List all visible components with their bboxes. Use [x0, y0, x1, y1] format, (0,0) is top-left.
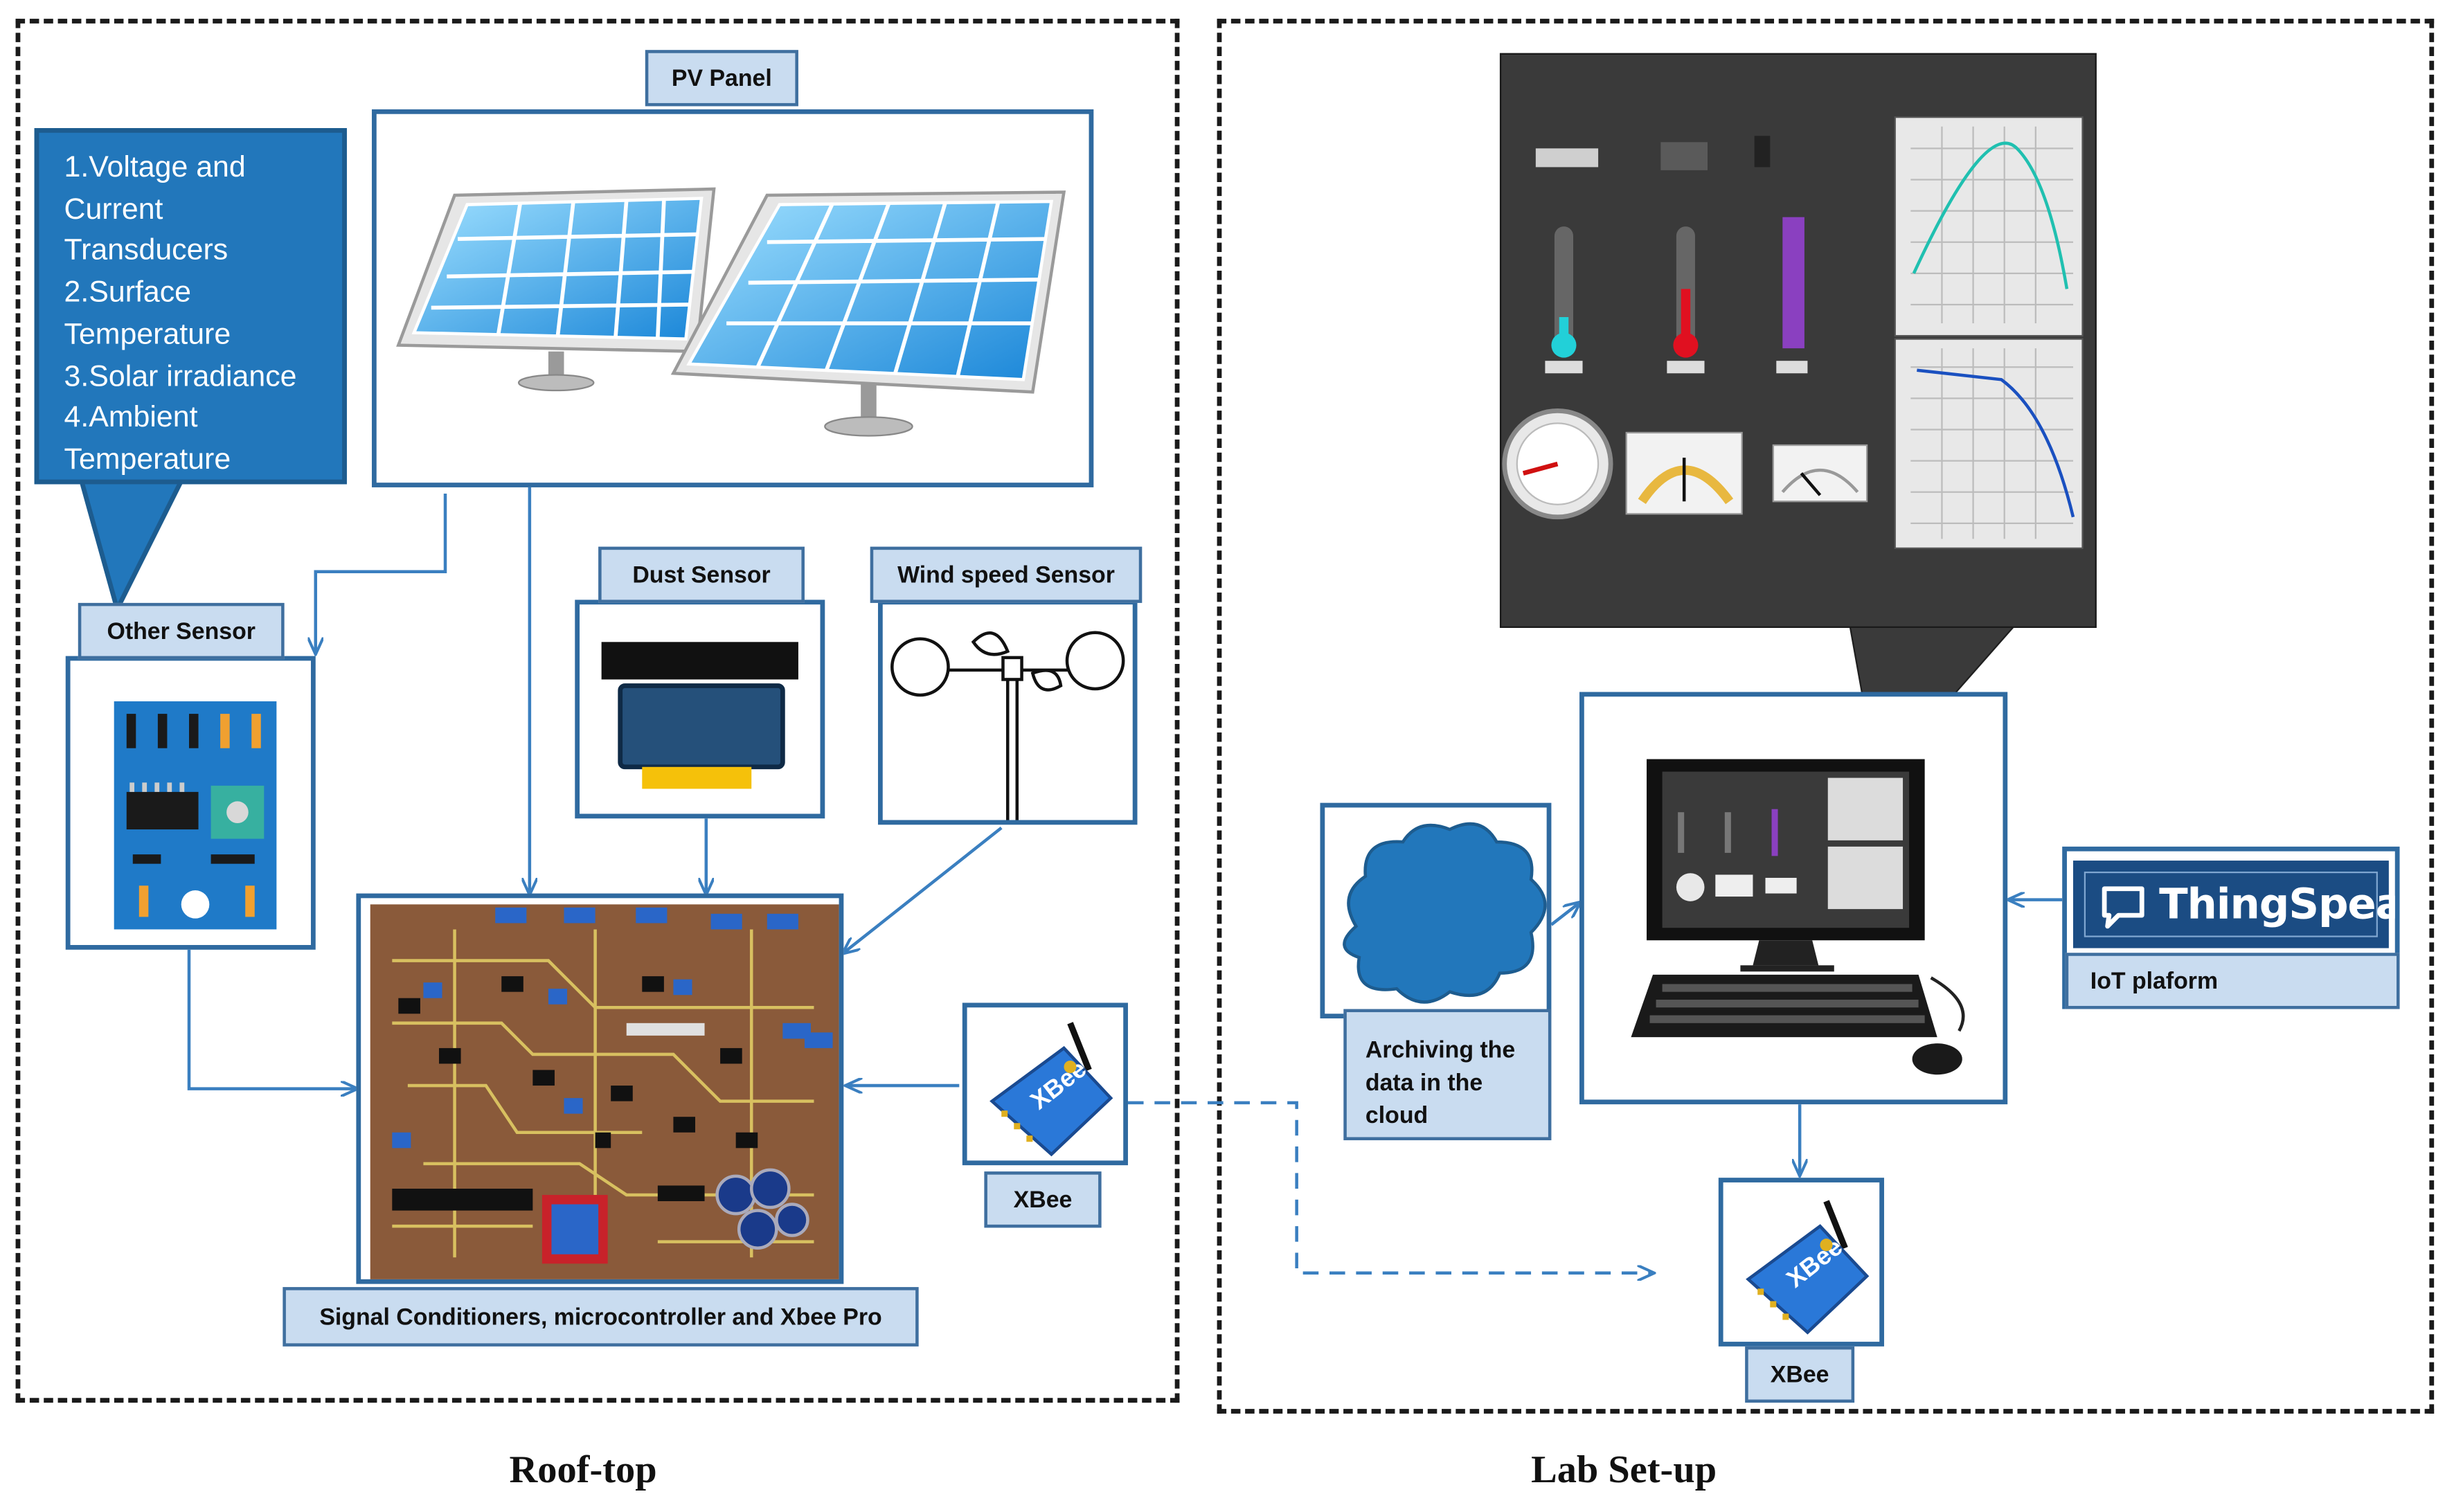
wireless-link — [1127, 1101, 1653, 1273]
dashboard-image — [1502, 116, 2084, 550]
xbee-module-image: XBee — [1746, 1200, 1870, 1335]
lab-caption: Lab Set-up — [1531, 1449, 1717, 1492]
chat-bubble-icon — [2102, 886, 2144, 929]
lab-region — [1217, 19, 2435, 1414]
xbee-rooftop-frame: XBee — [962, 1002, 1128, 1166]
cloud-archive-label: Archiving the data in the cloud — [1343, 1009, 1552, 1141]
thingspeak-logo: ThingSpeak — [2072, 861, 2395, 948]
signal-board-label: Signal Conditioners, microcontroller and… — [283, 1287, 919, 1347]
solar-panel-right — [670, 190, 1066, 437]
computer-frame — [1579, 692, 2008, 1105]
sensor-list-callout: 1.Voltage and Current Transducers 2.Surf… — [34, 128, 347, 485]
pv-panel-frame — [371, 109, 1094, 487]
arrow-wind-to-board — [843, 827, 1003, 953]
callout-line: 2.Surface — [64, 276, 191, 309]
solar-panel-left — [396, 187, 716, 392]
callout-line: Current — [64, 193, 163, 226]
other-sensor-label: Other Sensor — [78, 602, 285, 660]
other-sensor-frame — [65, 656, 316, 950]
pv-panel-image — [396, 187, 1066, 437]
callout-line: Temperature — [64, 318, 231, 352]
callout-line: 4.Ambient — [64, 402, 198, 435]
signal-board-frame — [356, 893, 844, 1284]
wind-sensor-frame — [877, 600, 1138, 825]
iot-platform-label: IoT plaform — [2065, 953, 2400, 1009]
xbee-lab-label: XBee — [1745, 1346, 1855, 1403]
pv-panel-label: PV Panel — [645, 50, 798, 107]
dust-sensor-frame — [575, 600, 825, 819]
callout-line: Temperature — [64, 443, 231, 476]
wind-sensor-label: Wind speed Sensor — [870, 546, 1143, 603]
arrow-othersensor-to-board — [187, 949, 356, 1089]
callout-line: Transducers — [64, 235, 229, 268]
rooftop-region — [15, 19, 1180, 1403]
arrow-cloud-to-pc — [1550, 903, 1579, 926]
rooftop-caption: Roof-top — [509, 1449, 657, 1492]
cloud-icon — [1343, 822, 1547, 1004]
dashboard-screenshot — [1499, 53, 2097, 628]
callout-line: 3.Solar irradiance — [64, 360, 297, 393]
xbee-rooftop-label: XBee — [984, 1171, 1102, 1228]
thingspeak-brand: ThingSpeak — [2159, 881, 2395, 930]
anemometer-image — [890, 631, 1125, 820]
callout-pointer — [75, 466, 192, 616]
dust-sensor-label: Dust Sensor — [598, 546, 805, 603]
xbee-lab-frame: XBee — [1718, 1178, 1884, 1347]
sensor-module-image — [114, 701, 277, 930]
computer-image — [1631, 759, 1965, 1075]
callout-line: 1.Voltage and — [64, 151, 246, 185]
xbee-module-image: XBee — [989, 1022, 1113, 1157]
circuit-board-image — [370, 904, 839, 1279]
thingspeak-logo-border — [2084, 871, 2378, 937]
arrow-pv-to-othersensor — [316, 493, 447, 653]
cloud-frame — [1320, 802, 1552, 1019]
dust-sensor-image — [601, 642, 798, 789]
